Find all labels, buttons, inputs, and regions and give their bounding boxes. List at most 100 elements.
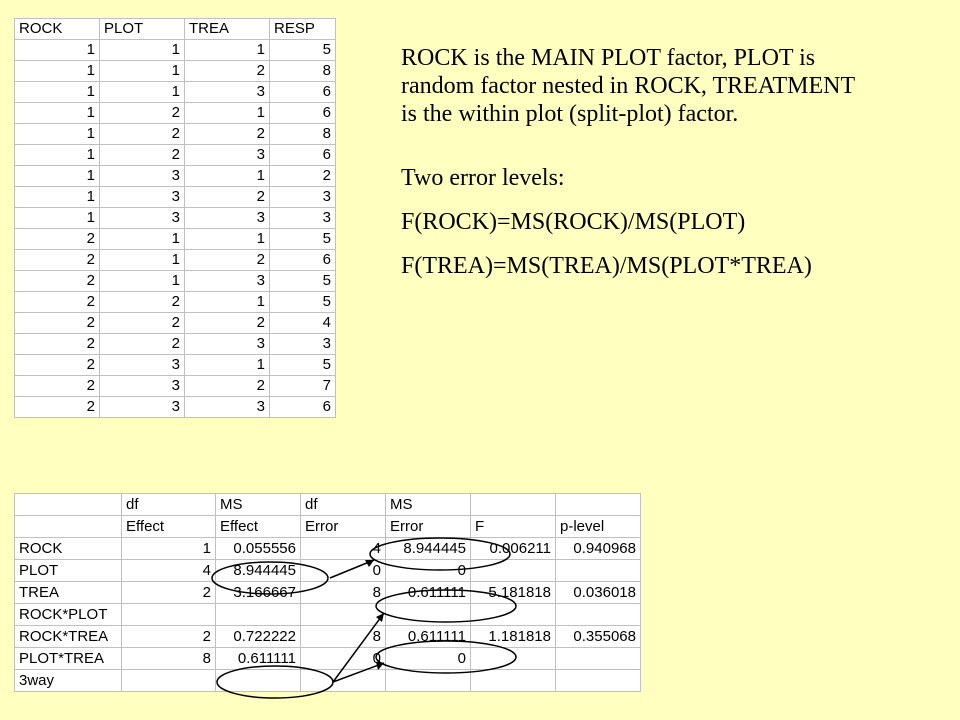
anova-cell (385, 603, 471, 626)
anova-header-cell: df (300, 493, 386, 516)
anova-cell (555, 559, 641, 582)
table-cell: 2 (14, 270, 100, 292)
table-cell: 1 (99, 81, 185, 103)
table-cell: 5 (269, 354, 336, 376)
error-levels-title: Two error levels: (401, 165, 565, 191)
anova-effect-label: PLOT (14, 559, 122, 582)
table-cell: 6 (269, 102, 336, 124)
table-cell: 1 (14, 165, 100, 187)
table-cell: 3 (184, 333, 270, 355)
anova-header-cell: MS (385, 493, 471, 516)
anova-cell: 1 (121, 537, 216, 560)
anova-effect-label: ROCK*PLOT (14, 603, 122, 626)
anova-cell: 1.181818 (470, 625, 556, 648)
table-cell: 1 (184, 228, 270, 250)
anova-row: 3way (14, 669, 641, 692)
table-cell: 1 (99, 228, 185, 250)
table-cell: 2 (99, 144, 185, 166)
table-cell: 1 (184, 354, 270, 376)
table-cell: 6 (269, 249, 336, 271)
table-cell: 2 (14, 228, 100, 250)
table-cell: 1 (99, 249, 185, 271)
anova-header-cell (470, 493, 556, 516)
anova-cell (470, 559, 556, 582)
anova-effect-label: PLOT*TREA (14, 647, 122, 670)
table-cell: 6 (269, 144, 336, 166)
anova-header-cell: Error (385, 515, 471, 538)
anova-cell (555, 647, 641, 670)
table-cell: 7 (269, 375, 336, 397)
anova-cell: 0.611111 (385, 625, 471, 648)
anova-cell (121, 603, 216, 626)
anova-cell: 0.722222 (215, 625, 301, 648)
table-cell: 2 (184, 186, 270, 208)
anova-cell: 0.355068 (555, 625, 641, 648)
table-cell: 6 (269, 81, 336, 103)
anova-cell: 4 (300, 537, 386, 560)
anova-cell: 0 (300, 647, 386, 670)
header-plot: PLOT (99, 18, 185, 40)
table-cell: 3 (184, 396, 270, 418)
table-cell: 1 (184, 165, 270, 187)
table-cell: 2 (14, 354, 100, 376)
anova-header-cell: Error (300, 515, 386, 538)
table-cell: 4 (269, 312, 336, 334)
table-cell: 2 (14, 333, 100, 355)
table-cell: 2 (184, 60, 270, 82)
table-cell: 2 (14, 249, 100, 271)
table-cell: 3 (99, 186, 185, 208)
table-cell: 5 (269, 228, 336, 250)
table-cell: 1 (99, 39, 185, 61)
anova-cell: 8.944445 (215, 559, 301, 582)
table-cell: 8 (269, 123, 336, 145)
table-cell: 3 (99, 354, 185, 376)
anova-header-row-2: Effect Effect Error Error F p-level (14, 515, 641, 538)
table-cell: 1 (14, 144, 100, 166)
table-cell: 2 (99, 102, 185, 124)
formula-trea: F(TREA)=MS(TREA)/MS(PLOT*TREA) (401, 253, 812, 279)
table-cell: 3 (99, 165, 185, 187)
anova-cell: 0 (385, 647, 471, 670)
table-cell: 3 (184, 81, 270, 103)
anova-cell: 0.036018 (555, 581, 641, 604)
table-cell: 1 (99, 270, 185, 292)
anova-header-cell (14, 515, 122, 538)
anova-effect-label: TREA (14, 581, 122, 604)
table-cell: 1 (14, 102, 100, 124)
anova-cell: 8.944445 (385, 537, 471, 560)
anova-header-cell: p-level (555, 515, 641, 538)
table-cell: 3 (99, 207, 185, 229)
table-cell: 3 (184, 144, 270, 166)
anova-cell (470, 603, 556, 626)
table-cell: 2 (269, 165, 336, 187)
table-cell: 2 (14, 375, 100, 397)
anova-cell (470, 647, 556, 670)
anova-header-cell: F (470, 515, 556, 538)
table-cell: 6 (269, 396, 336, 418)
table-cell: 2 (184, 375, 270, 397)
anova-header-cell: Effect (215, 515, 301, 538)
header-rock: ROCK (14, 18, 100, 40)
formula-rock: F(ROCK)=MS(ROCK)/MS(PLOT) (401, 209, 746, 235)
anova-effect-label: ROCK*TREA (14, 625, 122, 648)
table-cell: 3 (269, 333, 336, 355)
table-cell: 1 (14, 81, 100, 103)
anova-cell: 0 (300, 559, 386, 582)
anova-cell: 2 (121, 581, 216, 604)
anova-header-cell: MS (215, 493, 301, 516)
